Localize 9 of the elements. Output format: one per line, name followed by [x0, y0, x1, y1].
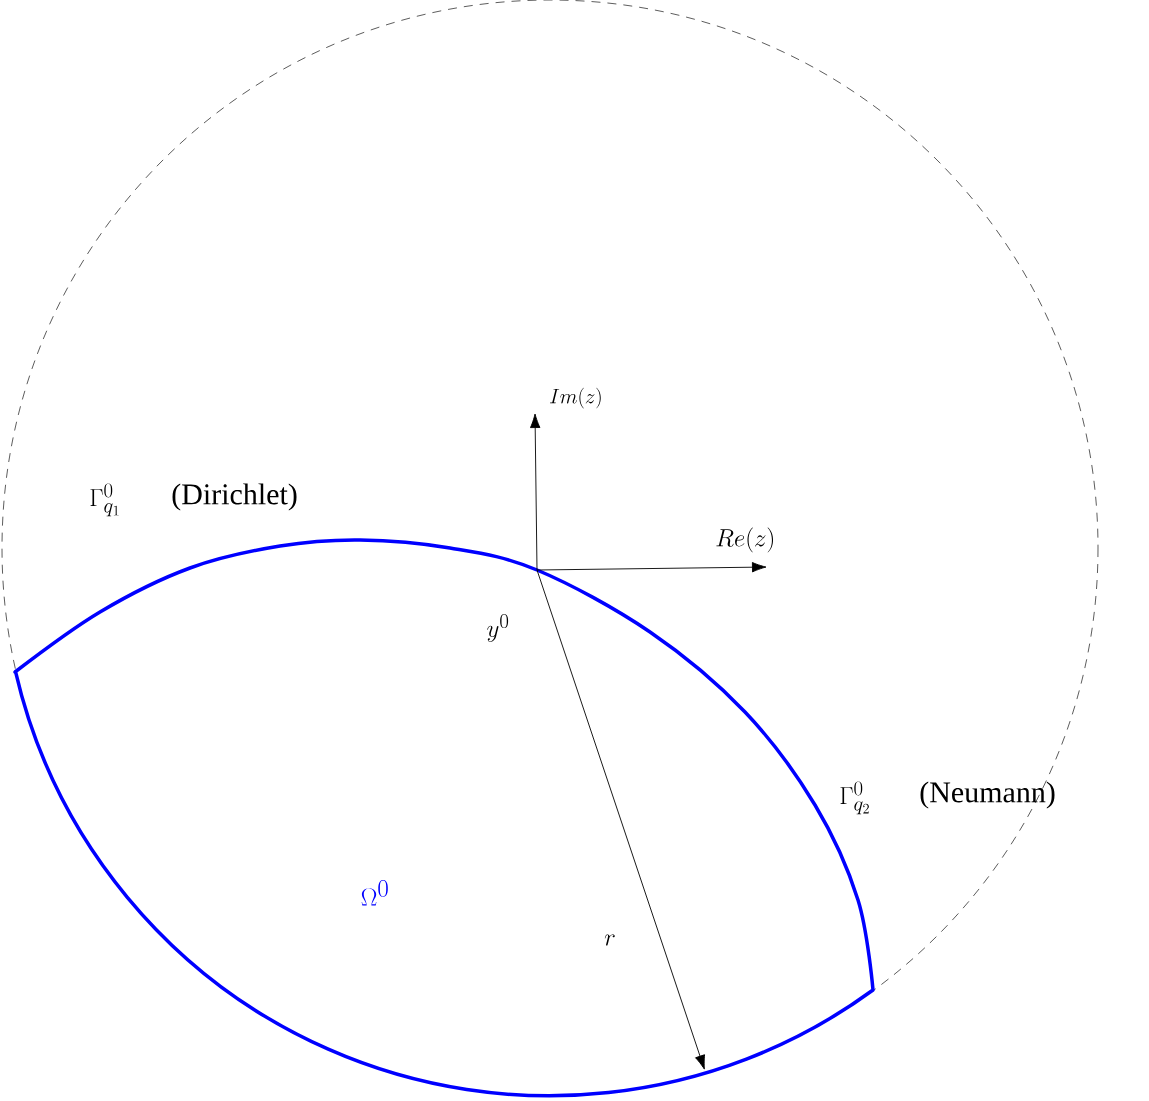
boundary-label: (Dirichlet)	[172, 483, 297, 511]
boundary-label: (Neumann)	[920, 781, 1055, 809]
boundary-label: $\Gamma^0_{q_2}$	[840, 781, 869, 815]
axis-label: $Im(z)$	[550, 387, 601, 409]
boundary-label: $\Gamma^0_{q_1}$	[90, 483, 119, 517]
point-label: $y^0$	[487, 614, 509, 642]
axis-label: $Re(z)$	[716, 527, 773, 553]
region-label: $\Omega^0$	[361, 880, 388, 906]
radius-label: $r$	[604, 934, 615, 946]
